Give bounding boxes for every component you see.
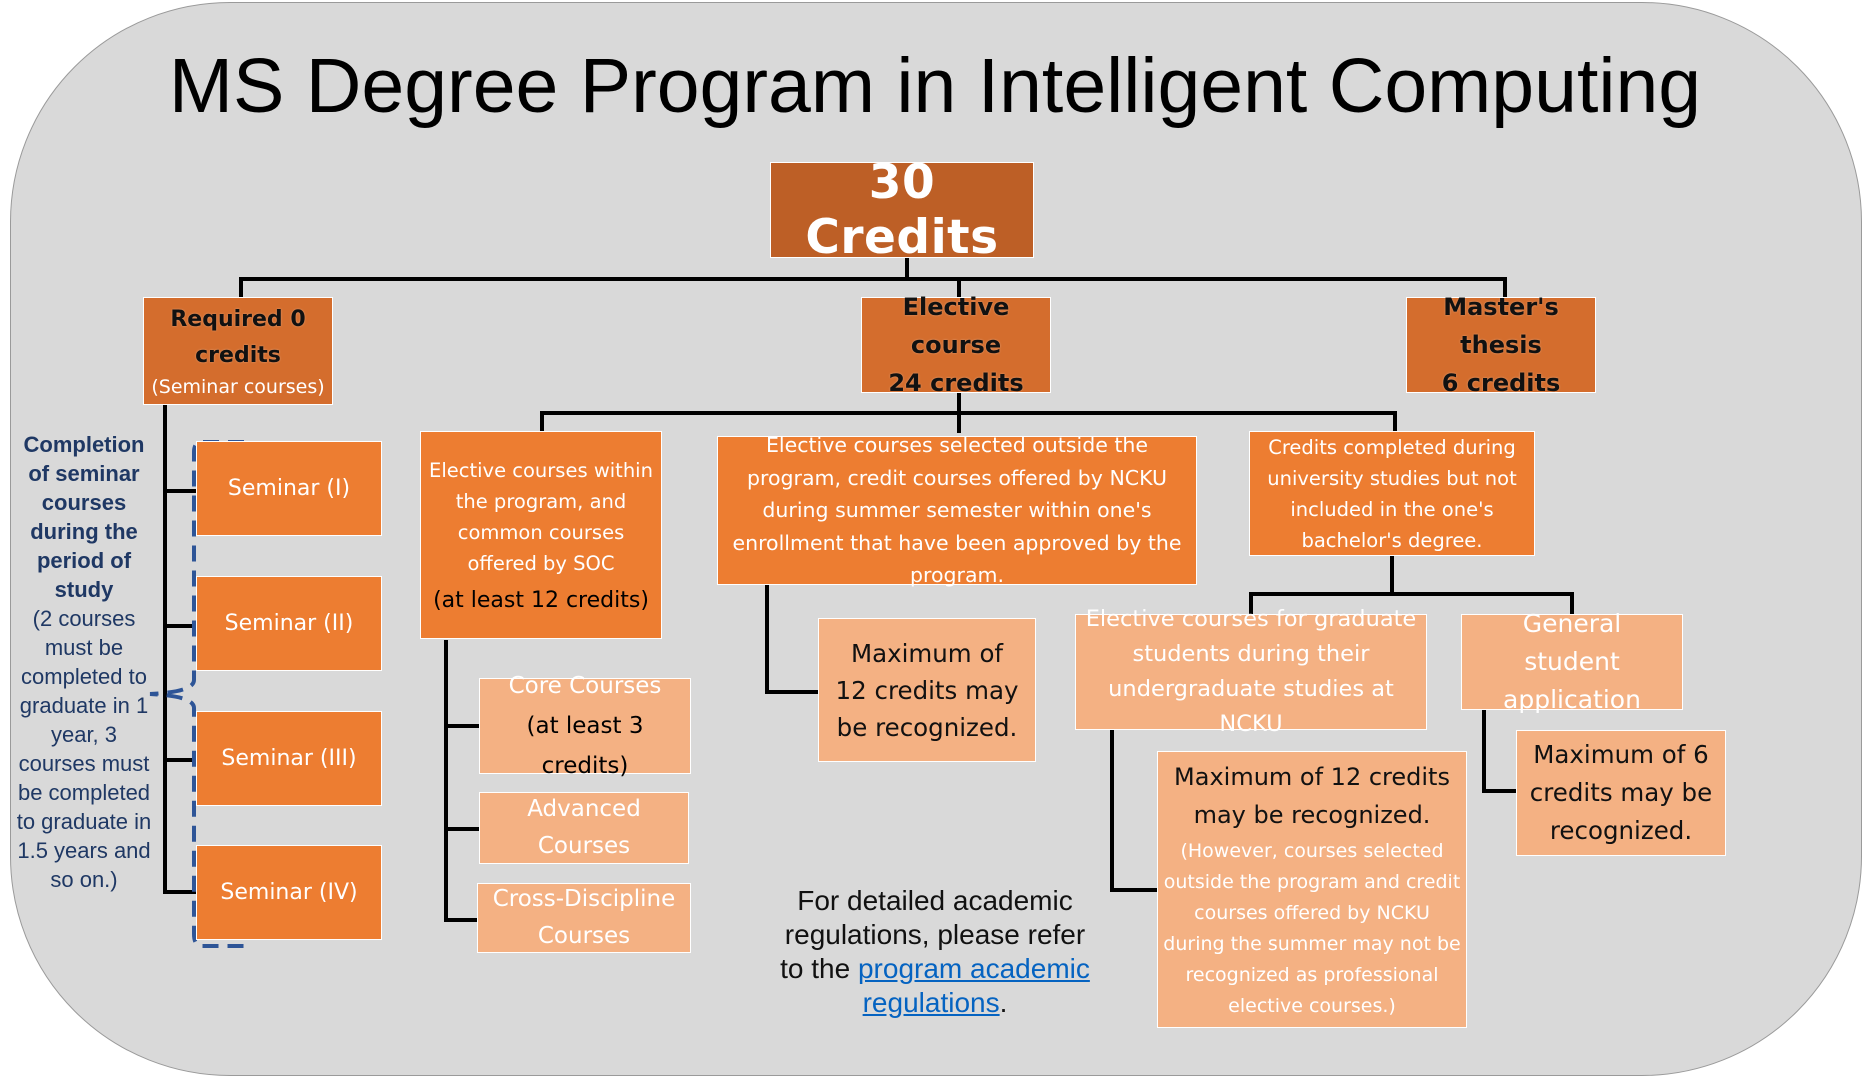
grad-elective-text: Elective courses for graduate students d… xyxy=(1085,606,1417,737)
core-courses-requirement: (at least 3 credits) xyxy=(526,713,644,779)
elective-course-box: Elective course 24 credits xyxy=(861,293,1051,397)
connector-general-max xyxy=(1482,789,1517,793)
connector-within-spine xyxy=(444,640,448,922)
elective-outside-box: Elective courses selected outside the pr… xyxy=(717,433,1197,587)
required-credits-box: Required 0 credits (Seminar courses) xyxy=(143,297,333,405)
advanced-courses-box: Advanced Courses xyxy=(479,792,689,864)
connector-seminar-1 xyxy=(163,489,198,493)
connector-general-spine xyxy=(1482,710,1486,793)
total-credits-label: 30 Credits xyxy=(805,155,999,265)
general-max-text: Maximum of 6 credits may be recognized. xyxy=(1529,740,1713,845)
connector-outside-max xyxy=(765,690,821,694)
connector-within-drop xyxy=(540,411,544,433)
elective-line1: Elective course xyxy=(902,293,1010,359)
university-credits-box: Credits completed during university stud… xyxy=(1249,431,1535,556)
footnote-text: For detailed academic regulations, pleas… xyxy=(780,885,1086,984)
core-courses-label: Core Courses xyxy=(508,673,662,699)
core-courses-box: Core Courses (at least 3 credits) xyxy=(479,673,691,779)
footnote-period: . xyxy=(999,987,1008,1018)
seminar-note-detail: (2 courses must be completed to graduate… xyxy=(16,606,152,892)
seminar-4-label: Seminar (IV) xyxy=(220,880,358,905)
required-line1: Required 0 xyxy=(170,307,306,332)
grad-max-main: Maximum of 12 credits may be recognized. xyxy=(1174,762,1450,829)
regulations-footnote: For detailed academic regulations, pleas… xyxy=(770,884,1100,1020)
elective-within-box: Elective courses within the program, and… xyxy=(420,431,662,639)
connector-elective-bar xyxy=(540,411,1397,415)
seminar-3-label: Seminar (III) xyxy=(221,746,357,771)
connector-core xyxy=(444,724,480,728)
outside-max-text: Maximum of 12 credits may be recognized. xyxy=(835,638,1019,742)
connector-general-drop xyxy=(1570,592,1574,614)
page-title: MS Degree Program in Intelligent Computi… xyxy=(168,43,1702,129)
university-credits-text: Credits completed during university stud… xyxy=(1267,435,1517,552)
advanced-courses-line2: Courses xyxy=(537,833,631,859)
seminar-2-box: Seminar (II) xyxy=(196,576,382,671)
required-line3: (Seminar courses) xyxy=(151,376,325,398)
seminar-1-box: Seminar (I) xyxy=(196,441,382,536)
connector-university-drop xyxy=(1393,411,1397,433)
connector-seminar-spine xyxy=(163,404,167,894)
seminar-3-box: Seminar (III) xyxy=(196,711,382,806)
connector-elective-drop xyxy=(957,277,961,299)
seminar-completion-note: Completion of seminar courses during the… xyxy=(12,430,156,894)
cross-discipline-line1: Cross-Discipline xyxy=(492,886,676,912)
outside-max-box: Maximum of 12 credits may be recognized. xyxy=(818,618,1036,762)
seminar-note-heading: Completion of seminar courses during the… xyxy=(23,432,145,602)
connector-grad-drop xyxy=(1249,592,1253,614)
bracket-icon xyxy=(149,440,244,948)
connector-university-bar xyxy=(1249,592,1574,596)
connector-grad-spine xyxy=(1110,730,1114,892)
general-application-box: General student application xyxy=(1461,609,1683,714)
connector-seminar-3 xyxy=(163,758,198,762)
connector-advanced xyxy=(444,827,480,831)
general-max-box: Maximum of 6 credits may be recognized. xyxy=(1516,730,1726,856)
connector-root-down xyxy=(905,257,909,281)
connector-university-down xyxy=(1390,556,1394,596)
cross-discipline-box: Cross-Discipline Courses xyxy=(477,883,691,953)
connector-root-bar xyxy=(239,277,1507,281)
total-credits-box: 30 Credits xyxy=(770,155,1034,265)
connector-required-drop xyxy=(239,277,243,299)
elective-within-text: Elective courses within the program, and… xyxy=(429,458,653,575)
connector-cross xyxy=(444,918,480,922)
advanced-courses-line1: Advanced xyxy=(527,796,641,822)
seminar-2-label: Seminar (II) xyxy=(224,611,354,636)
connector-outside-spine xyxy=(765,585,769,694)
general-application-text: General student application xyxy=(1503,609,1641,714)
grad-max-sub: (However, courses selected outside the p… xyxy=(1163,839,1461,1017)
elective-within-requirement: (at least 12 credits) xyxy=(433,587,649,613)
program-regulations-link[interactable]: program academic regulations xyxy=(857,953,1090,1018)
connector-seminar-2 xyxy=(163,624,198,628)
grad-elective-box: Elective courses for graduate students d… xyxy=(1075,606,1427,737)
elective-line2: 24 credits xyxy=(888,369,1024,397)
elective-outside-text: Elective courses selected outside the pr… xyxy=(732,433,1182,588)
cross-discipline-line2: Courses xyxy=(537,923,631,949)
seminar-1-label: Seminar (I) xyxy=(227,476,351,501)
connector-thesis-drop xyxy=(1503,277,1507,299)
thesis-line2: 6 credits xyxy=(1441,369,1561,397)
connector-seminar-4 xyxy=(163,890,198,894)
thesis-line1: Master's thesis xyxy=(1443,293,1559,359)
seminar-4-box: Seminar (IV) xyxy=(196,845,382,940)
grad-max-box: Maximum of 12 credits may be recognized.… xyxy=(1157,751,1467,1028)
connector-grad-max xyxy=(1110,888,1158,892)
masters-thesis-box: Master's thesis 6 credits xyxy=(1406,293,1596,397)
required-line2: credits xyxy=(195,343,281,368)
